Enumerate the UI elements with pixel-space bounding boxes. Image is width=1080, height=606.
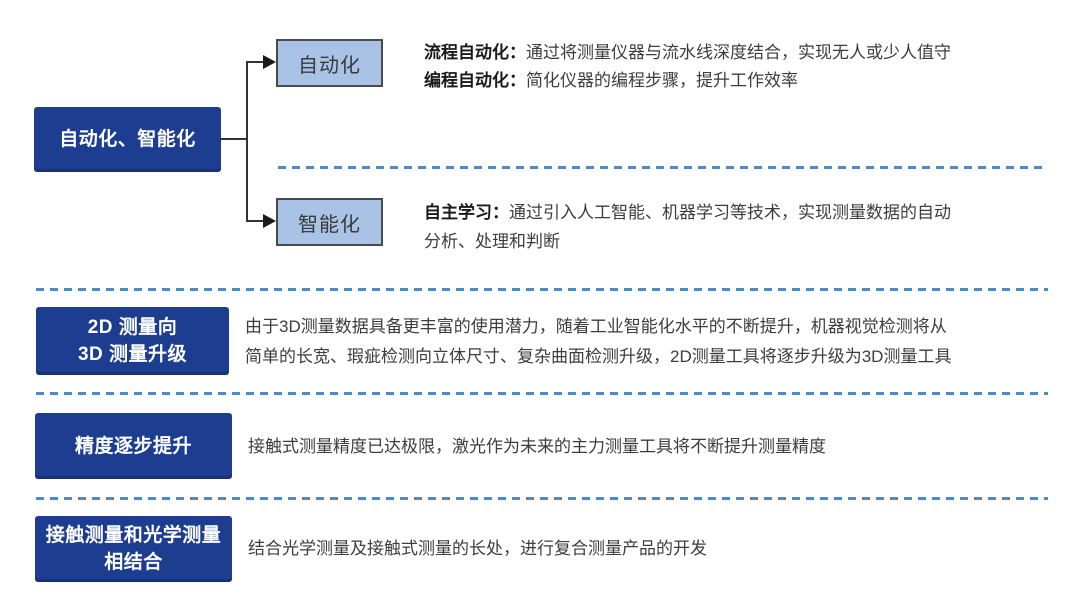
connector-top-arm [246,61,266,63]
branch-box-intelligence: 智能化 [276,198,383,246]
arrow-right-icon [263,214,276,228]
row-description-combined: 结合光学测量及接触式测量的长处，进行复合测量产品的开发 [248,535,707,563]
description-line: 分析、处理和判断 [424,232,560,251]
branch-box-automation: 自动化 [276,39,383,87]
root-node-label: 自动化、智能化 [59,129,196,150]
branch-label-automation: 自动化 [298,54,361,77]
branch-label-intelligence: 智能化 [298,213,361,236]
description-line: 结合光学测量及接触式测量的长处，进行复合测量产品的开发 [248,539,707,558]
divider-dashed-1 [36,288,1048,291]
arrow-right-icon [263,55,276,69]
row-title-line: 相结合 [104,552,163,573]
description-line: 接触式测量精度已达极限，激光作为未来的主力测量工具将不断提升测量精度 [248,437,826,456]
description-line: 由于3D测量数据具备更丰富的使用潜力，随着工业智能化水平的不断提升，机器视觉检测… [245,317,947,336]
row-title-line: 精度逐步提升 [74,435,192,457]
description-line: 编程自动化：简化仪器的编程步骤，提升工作效率 [424,71,798,90]
root-node-box: 自动化、智能化 [34,107,221,172]
connector-bottom-arm [246,220,266,222]
description-line: 流程自动化：通过将测量仪器与流水线深度结合，实现无人或少人值守 [424,43,951,62]
row-title-line: 3D 测量升级 [77,344,188,365]
divider-dashed-branch [278,166,1048,169]
row-title-line: 2D 测量向 [87,317,178,338]
row-title-box-precision: 精度逐步提升 [35,413,232,479]
description-line: 简单的长宽、瑕疵检测向立体尺寸、复杂曲面检测升级，2D测量工具将逐步升级为3D测… [245,347,952,366]
divider-dashed-3 [36,497,1048,500]
row-title-box-combined: 接触测量和光学测量 相结合 [35,516,232,582]
intelligence-description: 自主学习：通过引入人工智能、机器学习等技术，实现测量数据的自动 分析、处理和判断 [424,198,951,256]
row-description-2d3d: 由于3D测量数据具备更丰富的使用潜力，随着工业智能化水平的不断提升，机器视觉检测… [245,312,951,372]
connector-stub [221,138,246,140]
description-line: 自主学习：通过引入人工智能、机器学习等技术，实现测量数据的自动 [424,203,951,222]
connector-vertical [246,61,248,222]
row-title-box-2d3d: 2D 测量向 3D 测量升级 [36,307,229,375]
divider-dashed-2 [36,392,1048,395]
row-description-precision: 接触式测量精度已达极限，激光作为未来的主力测量工具将不断提升测量精度 [248,433,826,461]
automation-description: 流程自动化：通过将测量仪器与流水线深度结合，实现无人或少人值守 编程自动化：简化… [424,39,951,95]
row-title-line: 接触测量和光学测量 [45,525,222,546]
